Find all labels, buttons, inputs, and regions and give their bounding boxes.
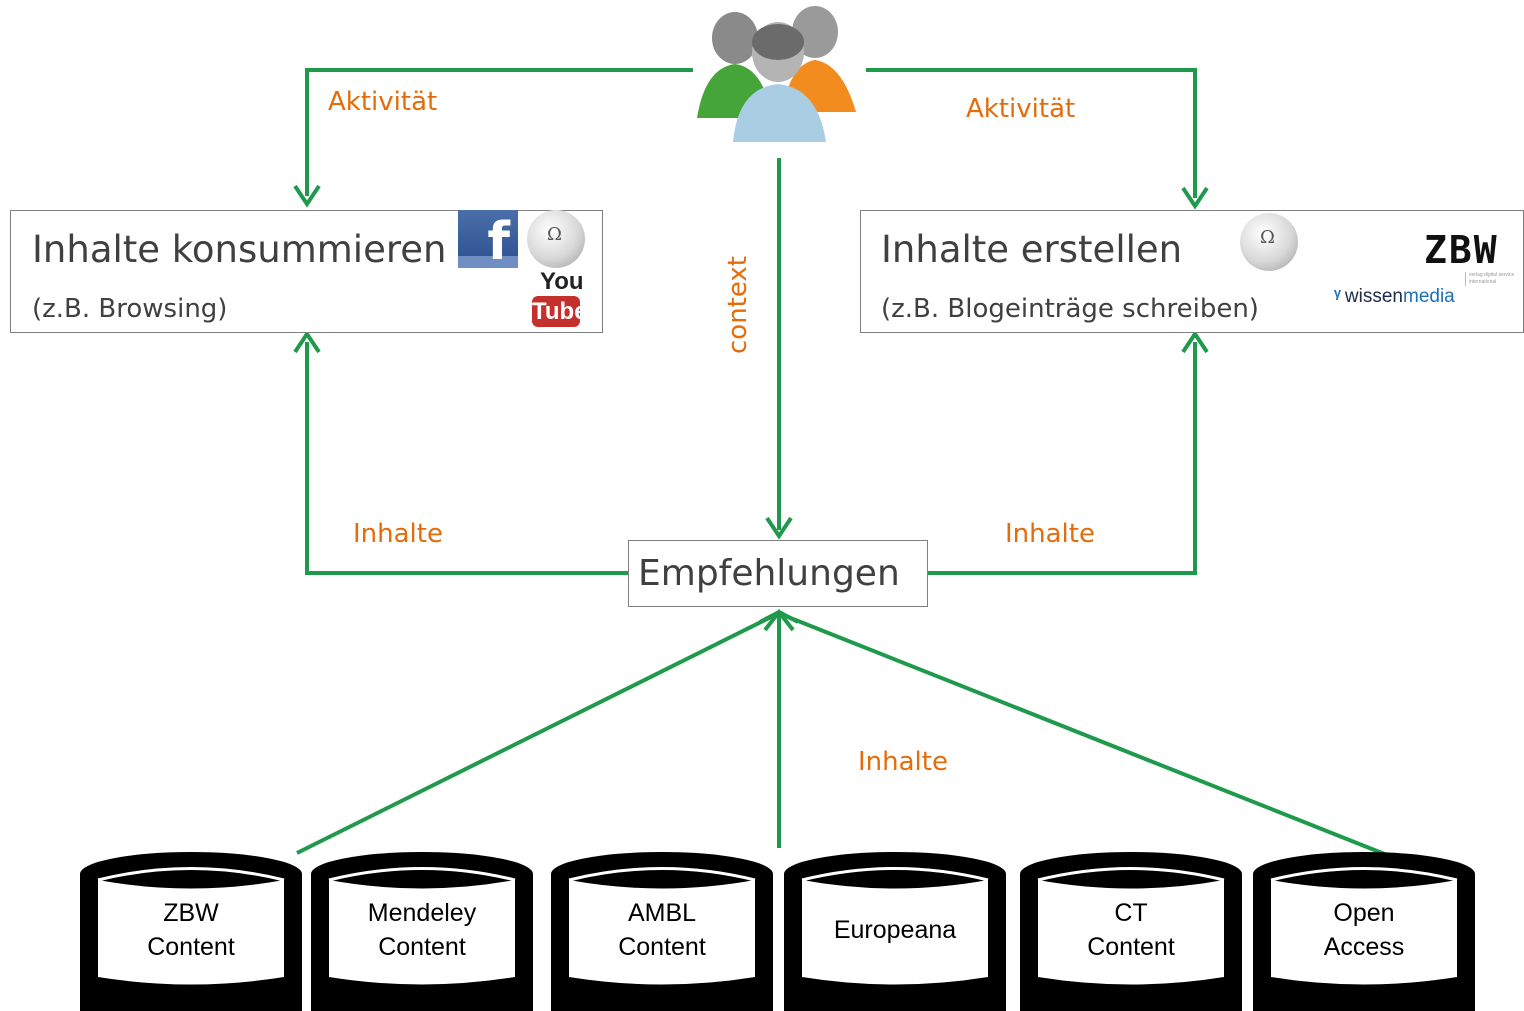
activity-label-right: Aktivität [966, 94, 1076, 124]
database-label: Europeana [802, 913, 988, 947]
database-cylinder [80, 852, 302, 1011]
database-label-line1: Open [1333, 899, 1395, 927]
contents-label-bottom: Inhalte [858, 747, 948, 777]
database-label-line1: AMBL [627, 899, 697, 927]
youtube-logo-icon: You Tube [532, 268, 588, 327]
consume-subtitle: (z.B. Browsing) [32, 294, 228, 324]
database-label-line2: Access [1323, 933, 1405, 961]
database-label-line1: Europeana [833, 916, 957, 944]
facebook-logo-icon: f [458, 210, 518, 272]
users-group-icon [697, 6, 856, 142]
create-subtitle: (z.B. Blogeinträge schreiben) [881, 294, 1259, 324]
database-label-line1: ZBW [163, 899, 219, 927]
database-cylinder [1020, 852, 1242, 1011]
database-cylinder [551, 852, 773, 1011]
database-label-line1: CT [1114, 899, 1148, 927]
zbw-logo-icon: ZBW [1424, 228, 1499, 272]
wikipedia-logo-icon: Ω [527, 210, 585, 268]
create-title: Inhalte erstellen [881, 228, 1183, 271]
database-label: AMBL Content [569, 896, 755, 964]
database-label-line2: Content [1087, 933, 1175, 961]
database-cylinder [311, 852, 533, 1011]
consume-title: Inhalte konsummieren [32, 228, 447, 271]
database-label: CT Content [1038, 896, 1224, 964]
database-label-line1: Mendeley [367, 899, 477, 927]
database-cylinder [784, 852, 1006, 1011]
contents-label-left: Inhalte [353, 519, 443, 549]
database-label: ZBW Content [98, 896, 284, 964]
database-label-line2: Content [618, 933, 706, 961]
wikipedia-logo-icon: Ω [1240, 213, 1298, 271]
recommendations-box [628, 540, 928, 607]
wissenmedia-tagline: verlag digital service international [1465, 272, 1517, 286]
context-label: context [723, 256, 753, 354]
database-label-line2: Content [147, 933, 235, 961]
database-cylinder [1253, 852, 1475, 1011]
database-label-line2: Content [378, 933, 466, 961]
contents-label-right: Inhalte [1005, 519, 1095, 549]
create-box [860, 210, 1524, 333]
activity-label-left: Aktivität [328, 87, 438, 117]
recommendations-title: Empfehlungen [638, 553, 900, 594]
